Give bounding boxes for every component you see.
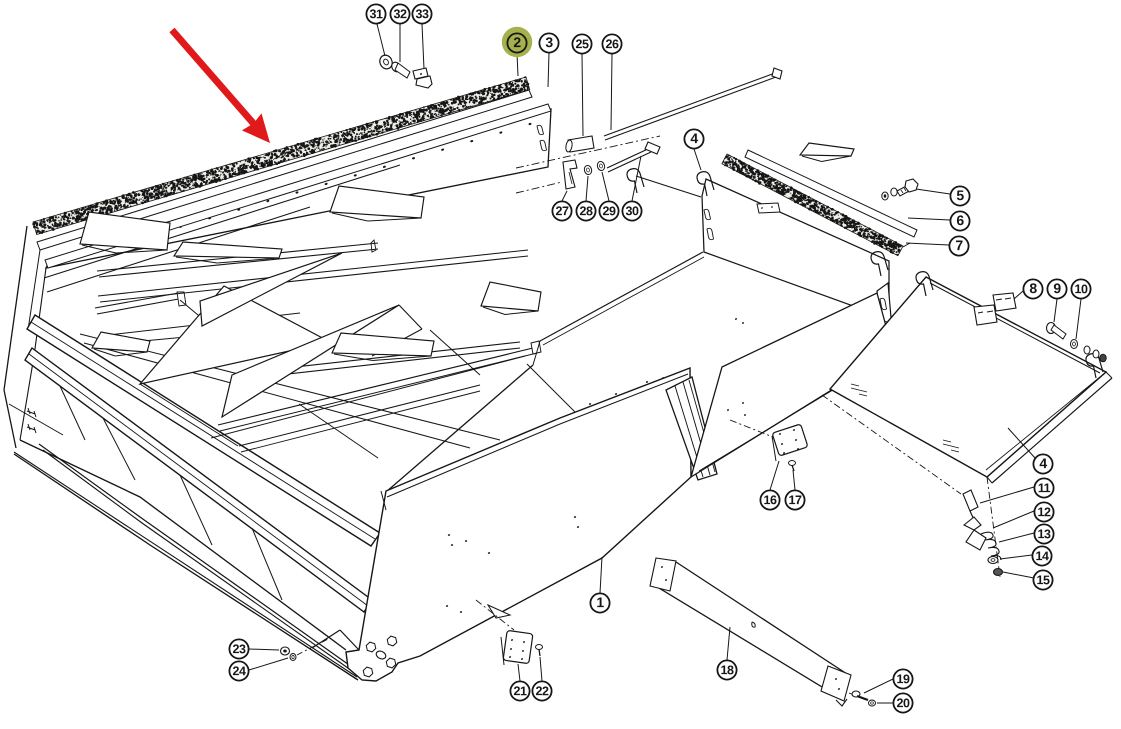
- svg-text:16: 16: [764, 493, 777, 507]
- svg-text:27: 27: [556, 204, 569, 218]
- svg-text:4: 4: [690, 130, 698, 146]
- svg-text:21: 21: [514, 684, 527, 698]
- svg-text:20: 20: [897, 696, 910, 710]
- svg-text:13: 13: [1038, 527, 1051, 541]
- svg-text:9: 9: [1053, 280, 1061, 296]
- svg-text:8: 8: [1029, 280, 1037, 296]
- svg-text:22: 22: [536, 684, 549, 698]
- svg-text:14: 14: [1036, 549, 1049, 563]
- svg-text:30: 30: [626, 204, 639, 218]
- svg-text:32: 32: [394, 7, 407, 21]
- svg-text:25: 25: [576, 37, 589, 51]
- svg-text:12: 12: [1038, 505, 1051, 519]
- svg-text:7: 7: [955, 237, 963, 253]
- svg-text:18: 18: [721, 663, 734, 677]
- svg-text:3: 3: [545, 34, 553, 50]
- svg-text:33: 33: [416, 7, 429, 21]
- svg-text:15: 15: [1037, 573, 1050, 587]
- svg-text:10: 10: [1075, 282, 1088, 296]
- svg-text:26: 26: [606, 37, 619, 51]
- svg-text:28: 28: [580, 204, 593, 218]
- svg-text:2: 2: [513, 34, 521, 50]
- svg-text:19: 19: [897, 672, 910, 686]
- svg-text:6: 6: [956, 212, 964, 228]
- svg-text:31: 31: [370, 7, 383, 21]
- svg-text:29: 29: [603, 204, 616, 218]
- svg-text:24: 24: [233, 664, 246, 678]
- svg-text:4: 4: [1039, 455, 1047, 471]
- svg-text:23: 23: [233, 642, 246, 656]
- svg-text:17: 17: [789, 493, 802, 507]
- svg-text:5: 5: [956, 187, 964, 203]
- svg-text:11: 11: [1038, 481, 1051, 495]
- svg-text:1: 1: [596, 594, 604, 610]
